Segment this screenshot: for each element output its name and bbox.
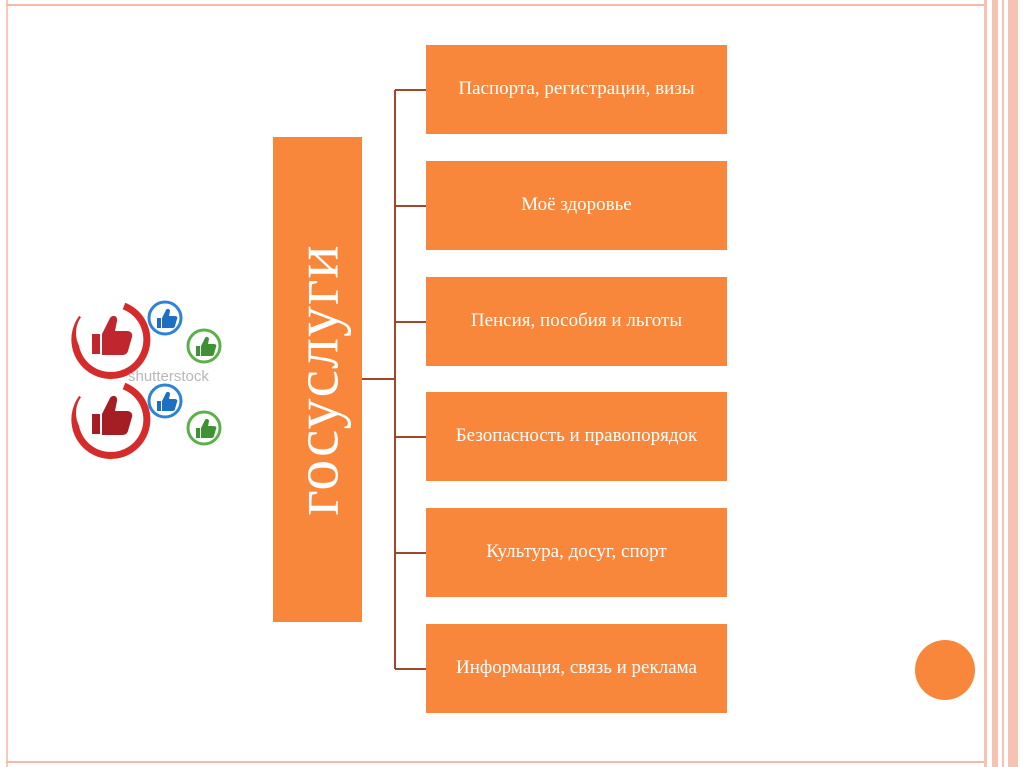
thumbs-up-icon <box>186 410 222 446</box>
item-label: Пенсия, пособия и льготы <box>470 310 683 332</box>
item-label: Безопасность и правопорядок <box>455 425 698 447</box>
item-box-health: Моё здоровье <box>426 161 727 250</box>
item-box-information: Информация, связь и реклама <box>426 624 727 713</box>
right-decorative-stripes <box>984 0 1024 767</box>
item-box-security: Безопасность и правопорядок <box>426 392 727 481</box>
item-label: Паспорта, регистрации, визы <box>458 78 695 100</box>
item-box-pension: Пенсия, пособия и льготы <box>426 277 727 366</box>
item-box-culture: Культура, досуг, спорт <box>426 508 727 597</box>
frame-bottom-line <box>6 761 986 763</box>
frame-left-line <box>6 0 8 767</box>
item-label: Культура, досуг, спорт <box>486 541 667 563</box>
thumbs-up-icon <box>147 383 183 419</box>
thumbs-up-icon <box>71 382 151 460</box>
title-box: госуслуги <box>273 137 362 622</box>
thumbs-up-logo: shutterstock <box>62 288 237 463</box>
thumbs-up-icon <box>186 328 222 364</box>
thumbs-up-icon <box>147 300 183 336</box>
frame-top-line <box>6 4 986 6</box>
shutterstock-watermark: shutterstock <box>128 368 209 385</box>
thumbs-up-icon <box>71 302 151 380</box>
decorative-circle <box>915 640 975 700</box>
item-label: Моё здоровье <box>521 194 632 216</box>
thumbs-up-logo-graphic: shutterstock <box>71 300 222 460</box>
item-label: Информация, связь и реклама <box>456 657 697 679</box>
item-box-passports: Паспорта, регистрации, визы <box>426 45 727 134</box>
